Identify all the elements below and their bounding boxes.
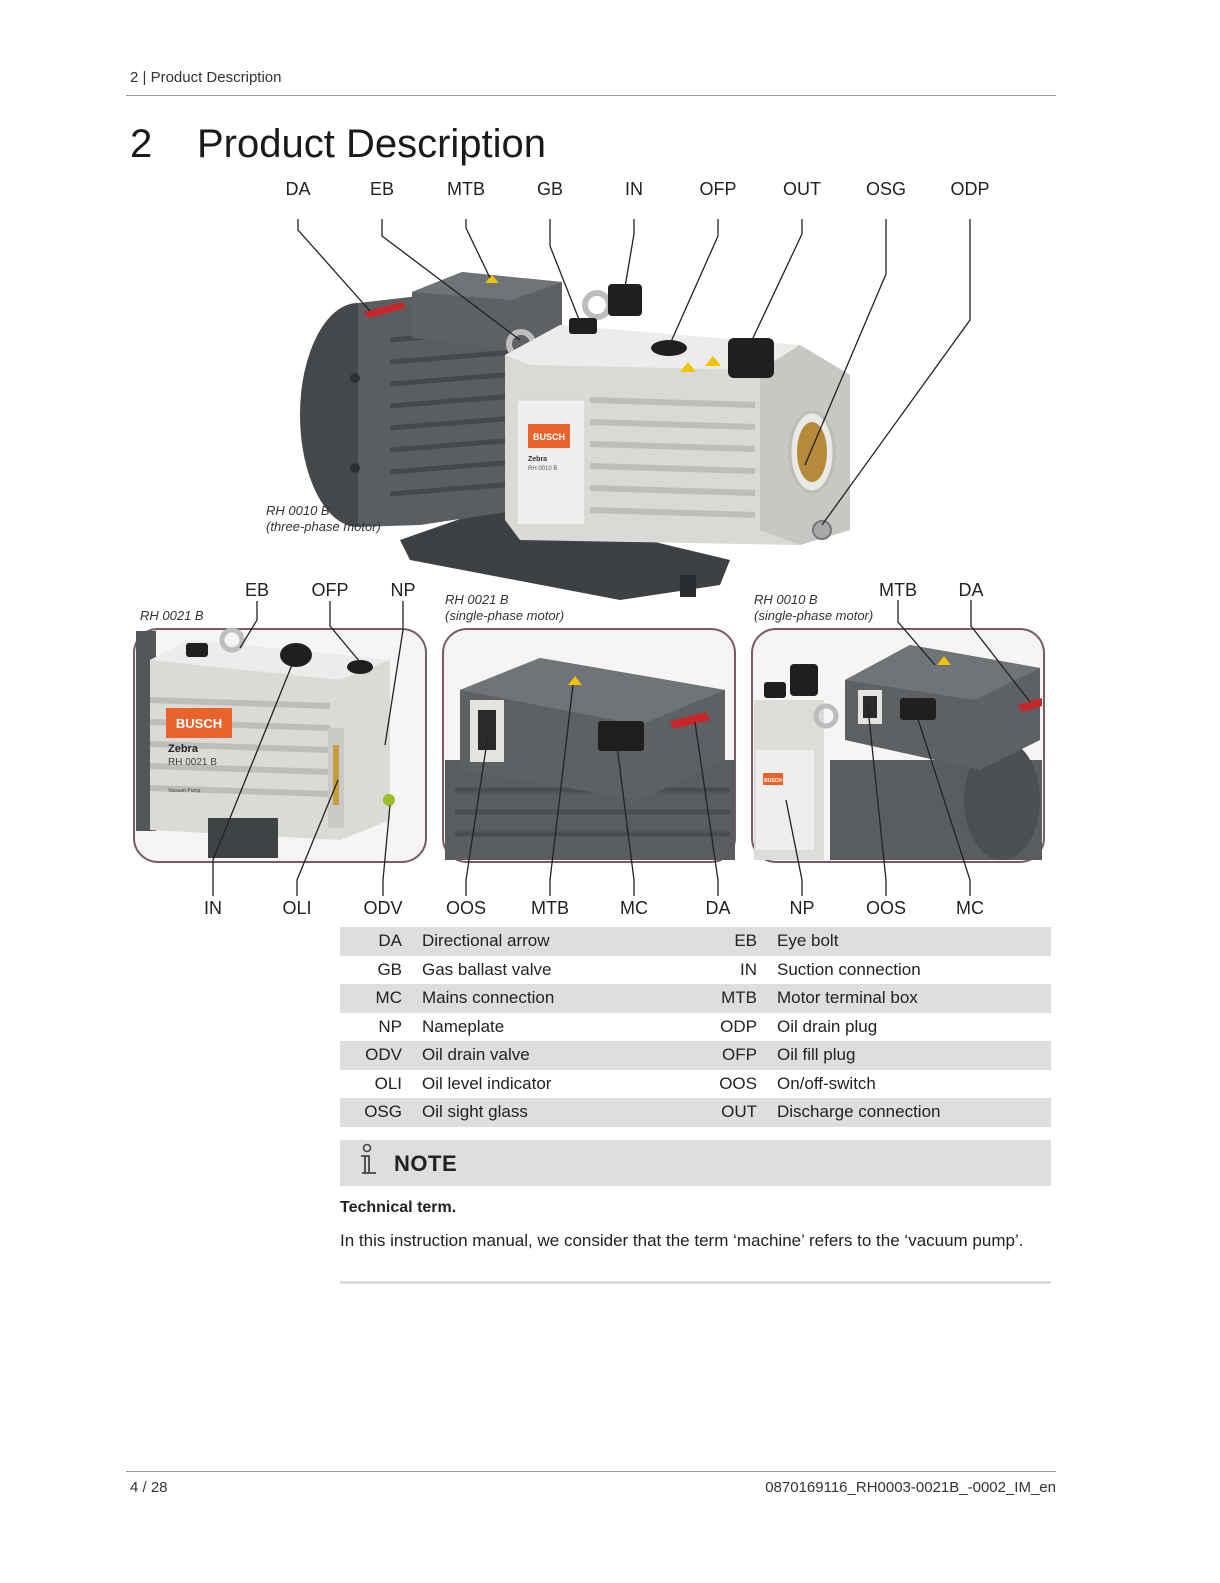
callout-ofp: OFP [699, 179, 737, 199]
sub2-callout-mtb: MTB [531, 898, 569, 918]
sub-leader-lines [212, 600, 1031, 896]
legend-desc: On/off-switch [777, 1073, 876, 1093]
legend-abbr: NP [378, 1016, 402, 1036]
sub1-callout-np: NP [390, 580, 416, 600]
sub1-callout-oli: OLI [282, 898, 312, 918]
note-label: NOTE [394, 1151, 458, 1176]
legend-row: OSG Oil sight glass OUT Discharge connec… [340, 1098, 1051, 1127]
callout-eb: EB [369, 179, 395, 199]
sub3-callout-np: NP [789, 898, 815, 918]
callout-in: IN [625, 179, 643, 199]
legend-row: DA Directional arrow EB Eye bolt [340, 927, 1051, 956]
legend-desc: Motor terminal box [777, 984, 1051, 1013]
section-number: 2 [130, 122, 153, 166]
sub-figure-1-illustration: BUSCH Zebra RH 0021 B Vacuum Pump [133, 627, 427, 863]
main-figure-caption: RH 0010 B (three-phase motor) [266, 503, 381, 535]
sub1-callout-in: IN [204, 898, 222, 918]
legend-abbr: ODV [340, 1041, 422, 1070]
sub3-callout-oos: OOS [865, 898, 907, 918]
legend-row: MC Mains connection MTB Motor terminal b… [340, 984, 1051, 1013]
sub2-callout-da: DA [705, 898, 731, 918]
legend-abbr: MTB [695, 984, 777, 1013]
legend-row: GB Gas ballast valve IN Suction connecti… [340, 956, 1051, 985]
legend-desc: Gas ballast valve [422, 959, 552, 979]
legend-desc: Mains connection [422, 984, 695, 1013]
legend-abbr: DA [340, 927, 422, 956]
legend-abbr: OSG [340, 1098, 422, 1127]
main-model-code: RH 0010 B [528, 466, 557, 472]
legend-desc: Nameplate [422, 1016, 505, 1036]
sub1-callout-eb: EB [244, 580, 270, 600]
callout-da: DA [285, 179, 311, 199]
sub3-caption-line1: RH 0010 B [754, 592, 818, 607]
sub1-caption-line1: RH 0021 B [140, 608, 204, 623]
note-bottom-rule [340, 1281, 1051, 1284]
document-id: 0870169116_RH0003-0021B_-0002_IM_en [765, 1479, 1056, 1496]
footer-rule [126, 1471, 1056, 1472]
legend-abbr: OFP [695, 1041, 777, 1070]
legend-desc: Oil level indicator [422, 1073, 552, 1093]
sub1-callout-ofp: OFP [311, 580, 349, 600]
legend-desc: Oil fill plug [777, 1041, 1051, 1070]
header-rule [126, 95, 1056, 96]
sub1-callout-odv: ODV [363, 898, 403, 918]
callout-mtb: MTB [447, 179, 485, 199]
callout-gb: GB [536, 179, 564, 199]
main-pump-illustration: BUSCH Zebra RH 0010 B [300, 272, 850, 600]
main-caption-line2: (three-phase motor) [266, 519, 381, 534]
sub3-callout-da: DA [958, 580, 984, 600]
legend-abbr: OUT [695, 1098, 777, 1127]
main-caption-line1: RH 0010 B [266, 503, 330, 518]
legend-row: OLI Oil level indicator OOS On/off-switc… [340, 1070, 1051, 1099]
sub2-caption-line2: (single-phase motor) [445, 608, 565, 623]
callout-osg: OSG [865, 179, 907, 199]
sub1-sub-label: Vacuum Pump [168, 788, 201, 794]
legend-row: NP Nameplate ODP Oil drain plug [340, 1013, 1051, 1042]
legend-desc: Suction connection [777, 959, 921, 979]
sub3-logo-text: BUSCH [764, 778, 782, 784]
sub-figure-2-illustration [442, 628, 736, 863]
legend-desc: Oil sight glass [422, 1098, 695, 1127]
sub3-callout-mc: MC [956, 898, 984, 918]
running-header: 2 | Product Description [130, 69, 282, 86]
legend-desc: Eye bolt [777, 927, 1051, 956]
sub2-callout-mc: MC [620, 898, 648, 918]
sub3-callout-mtb: MTB [879, 580, 917, 600]
main-model-name: Zebra [528, 456, 547, 463]
note-heading: Technical term. [340, 1199, 457, 1216]
note-body: In this instruction manual, we consider … [340, 1231, 1024, 1250]
info-icon [361, 1143, 376, 1174]
sub1-caption: RH 0021 B [140, 608, 204, 624]
sub1-model-name: Zebra [168, 743, 199, 755]
sub1-model-code: RH 0021 B [168, 757, 217, 768]
legend-abbr: GB [377, 959, 402, 979]
legend-abbr: OLI [374, 1073, 402, 1093]
sub3-caption: RH 0010 B (single-phase motor) [754, 592, 873, 624]
legend-desc: Oil drain valve [422, 1041, 695, 1070]
sub2-caption-line1: RH 0021 B [445, 592, 509, 607]
legend-desc: Directional arrow [422, 927, 695, 956]
callout-out: OUT [783, 179, 821, 199]
note-banner [340, 1140, 1051, 1186]
legend-row: ODV Oil drain valve OFP Oil fill plug [340, 1041, 1051, 1070]
callout-odp: ODP [950, 179, 990, 199]
legend-desc: Oil drain plug [777, 1016, 878, 1036]
main-leader-lines [297, 219, 971, 526]
sub2-callout-oos: OOS [445, 898, 487, 918]
page-number: 4 / 28 [130, 1479, 168, 1496]
legend-abbr: EB [695, 927, 777, 956]
sub1-logo-text: BUSCH [176, 716, 222, 731]
sub-figure-3-illustration: BUSCH [751, 628, 1045, 863]
legend-desc: Discharge connection [777, 1098, 1051, 1127]
legend-abbr: ODP [720, 1016, 757, 1036]
legend-table: DA Directional arrow EB Eye bolt GB Gas … [340, 927, 1051, 1127]
sub3-caption-line2: (single-phase motor) [754, 608, 874, 623]
main-logo-text: BUSCH [533, 432, 565, 442]
sub2-caption: RH 0021 B (single-phase motor) [445, 592, 564, 624]
pump-figure-illustration: BUSCH Zebra RH 0010 B [133, 219, 1045, 896]
legend-abbr: OOS [719, 1073, 757, 1093]
legend-abbr: IN [740, 959, 757, 979]
section-title: Product Description [197, 122, 547, 166]
legend-abbr: MC [340, 984, 422, 1013]
